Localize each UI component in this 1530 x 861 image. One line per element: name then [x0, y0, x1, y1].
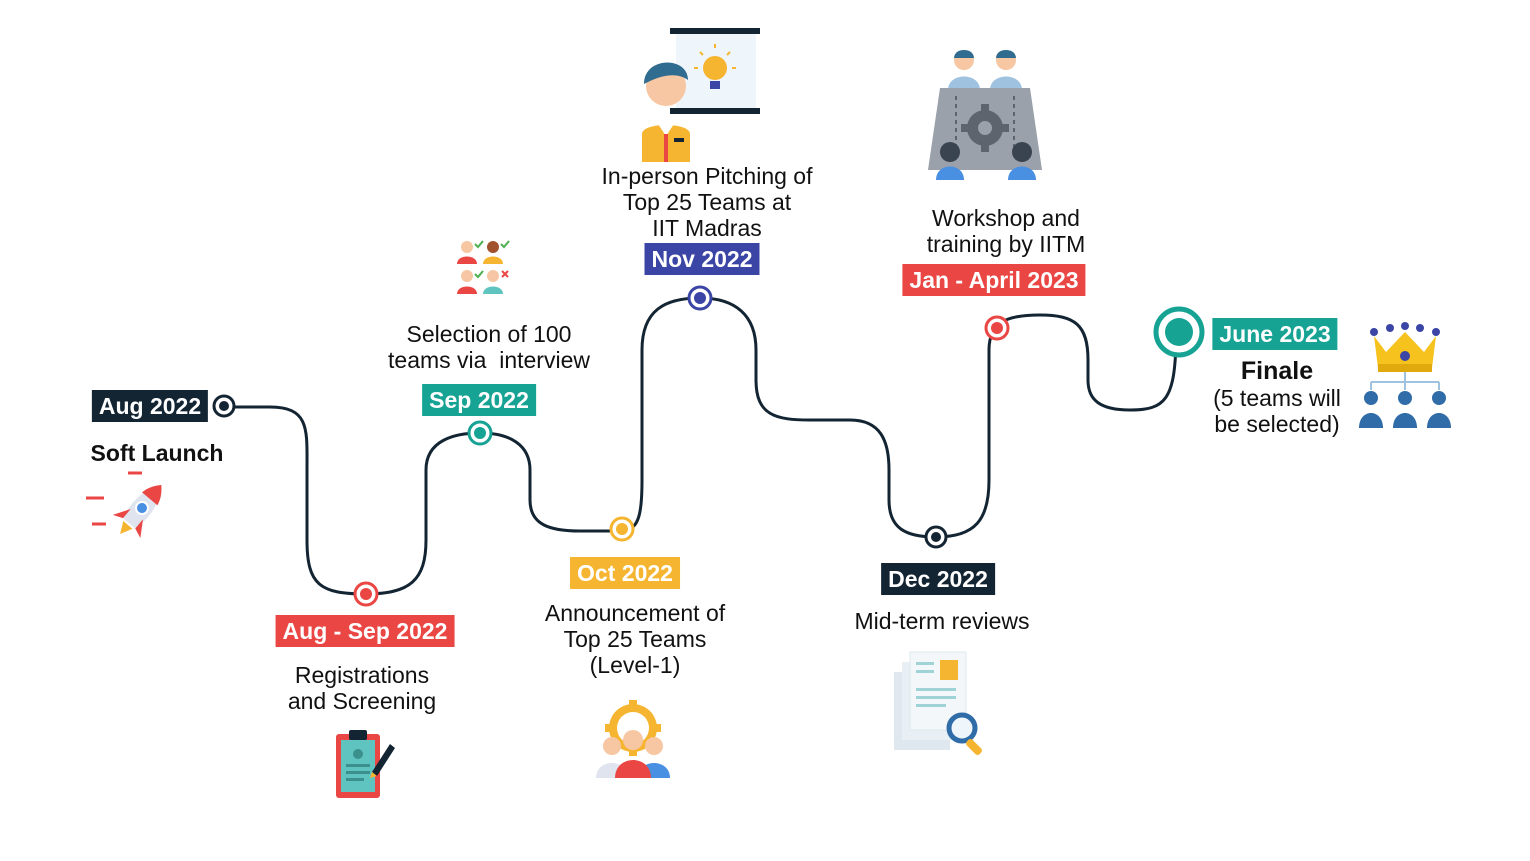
date-badge-dec-2022: Dec 2022	[881, 563, 995, 595]
label-mid-term-reviews: Mid-term reviews	[854, 608, 1030, 634]
crown-team-icon	[1359, 322, 1451, 428]
marker-sep-2022	[467, 420, 493, 446]
date-badge-sep-2022: Sep 2022	[422, 384, 536, 416]
document-magnifier-icon	[894, 651, 982, 755]
label-finale-note: (5 teams will be selected)	[1213, 385, 1341, 437]
presenter-lightbulb-icon	[642, 28, 760, 162]
label-soft-launch: Soft Launch	[90, 440, 224, 466]
label-pitching: In-person Pitching of Top 25 Teams at II…	[601, 163, 813, 241]
people-selection-icon	[457, 240, 510, 294]
date-badge-oct-2022: Oct 2022	[570, 557, 680, 589]
label-finale: Finale	[1240, 357, 1314, 385]
marker-jan-april-2023	[984, 315, 1010, 341]
marker-june-2023	[1153, 306, 1205, 358]
date-badge-aug-2022: Aug 2022	[91, 390, 209, 422]
label-selection: Selection of 100 teams via interview	[388, 321, 590, 373]
date-badge-jan-april-2023: Jan - April 2023	[902, 264, 1086, 296]
marker-dec-2022	[924, 525, 948, 549]
date-badge-june-2023: June 2023	[1212, 318, 1338, 350]
date-badge-aug-sep-2022: Aug - Sep 2022	[275, 615, 455, 647]
date-badge-nov-2022: Nov 2022	[644, 243, 760, 275]
label-registrations: Registrations and Screening	[287, 662, 437, 714]
rocket-icon	[86, 471, 162, 538]
marker-aug-2022	[212, 394, 236, 418]
label-workshop: Workshop and training by IITM	[926, 205, 1086, 257]
marker-nov-2022	[687, 285, 713, 311]
marker-oct-2022	[609, 516, 635, 542]
team-gear-icon	[596, 700, 670, 778]
meeting-gear-icon	[928, 50, 1042, 180]
label-announcement: Announcement of Top 25 Teams (Level-1)	[544, 600, 726, 678]
marker-aug-sep-2022	[353, 581, 379, 607]
clipboard-form-icon	[336, 730, 395, 798]
